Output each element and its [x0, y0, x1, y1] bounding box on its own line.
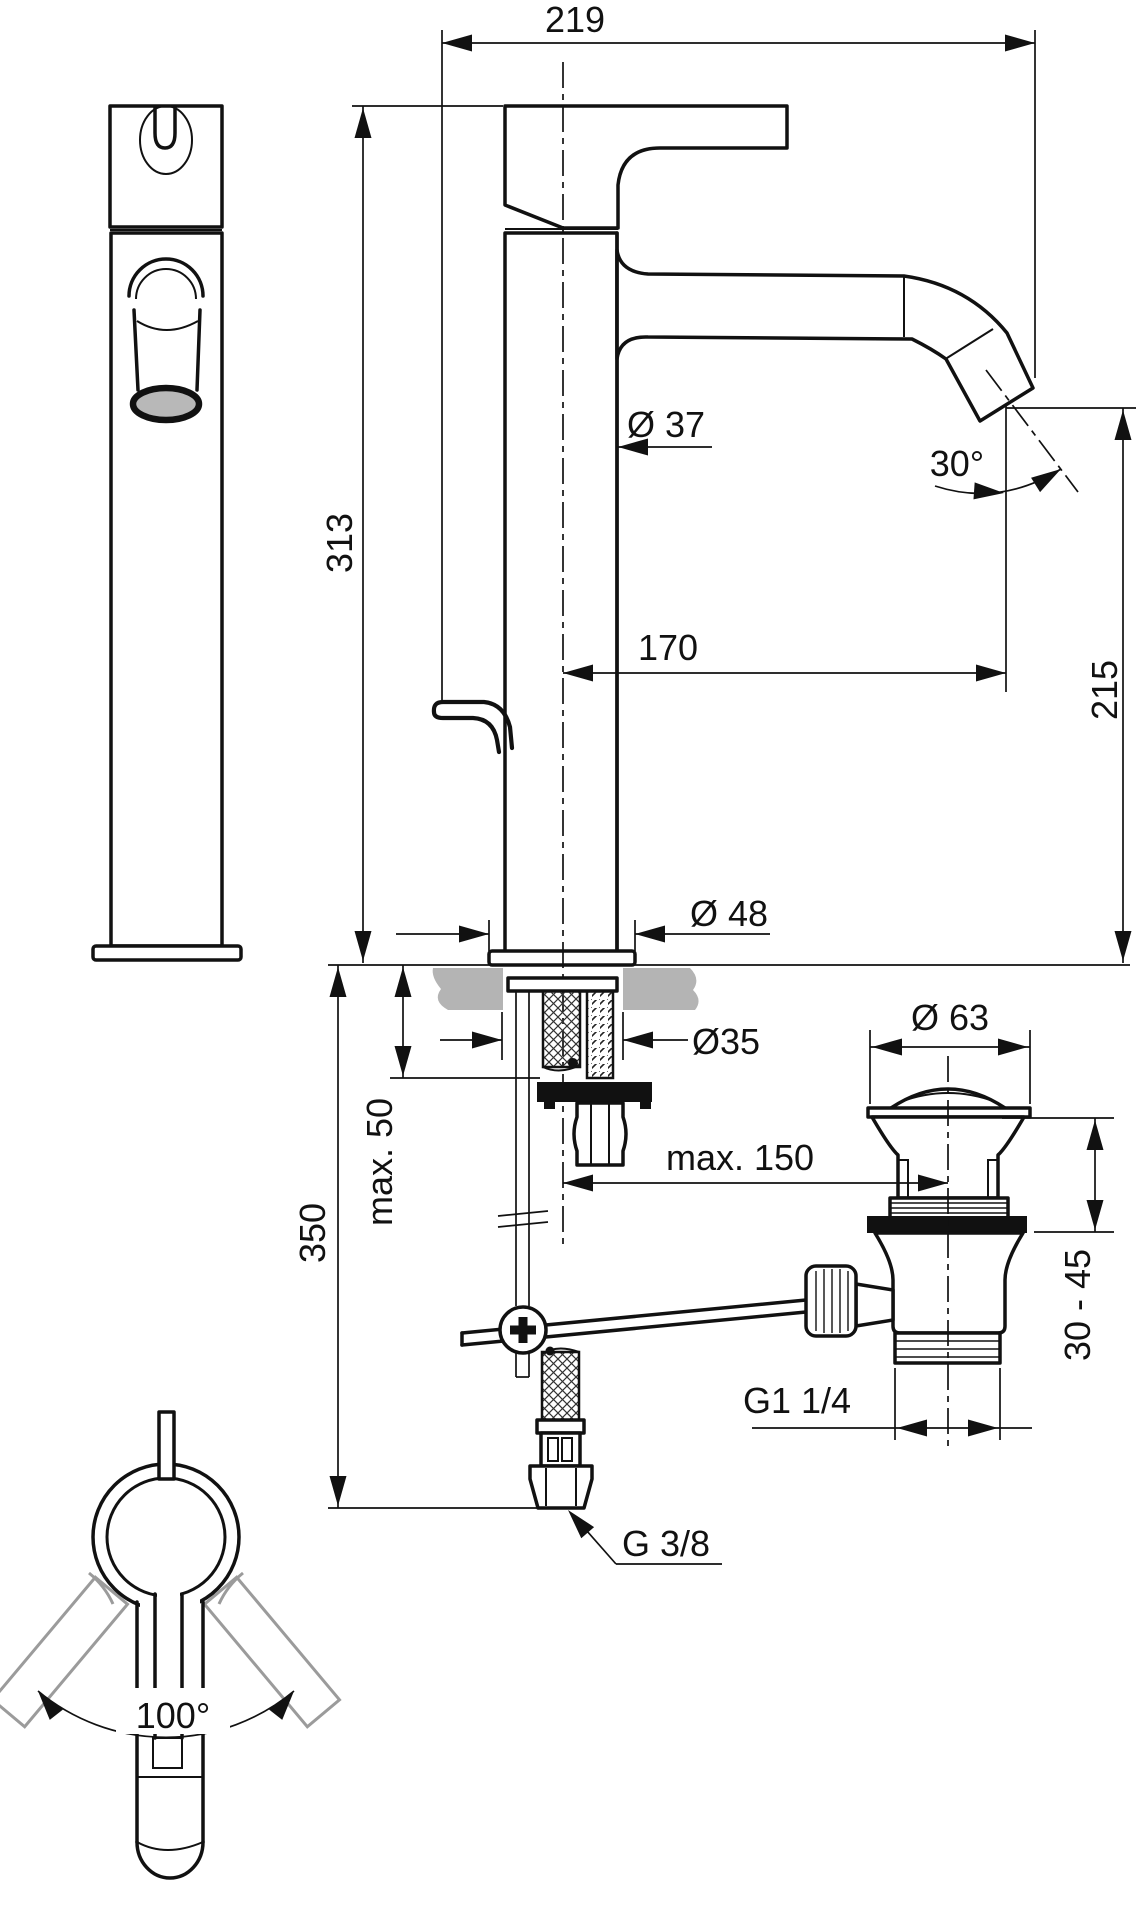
- side-spout-outer-ring: [127, 257, 205, 298]
- side-handle-groove: [139, 105, 193, 175]
- swivel-label-bg: [116, 1688, 230, 1734]
- shank-collar: [506, 976, 619, 993]
- topview-pullrod-pin: [157, 1410, 176, 1481]
- side-body: [109, 231, 224, 948]
- connector-slot-2: [561, 1437, 573, 1462]
- topview-body-inner: [105, 1476, 227, 1598]
- dim30-bg: [912, 442, 1002, 480]
- top-view: 100°: [0, 1410, 342, 1880]
- pullrod-knob-inner: [431, 709, 502, 755]
- dim-spout-reach: 170: [638, 627, 698, 668]
- dim-waste-depth-range: 30 - 45: [1057, 1249, 1098, 1361]
- dim-rod-length: 350: [292, 1203, 333, 1263]
- base-flange: [487, 949, 637, 967]
- dim-supply-thread: G 3/8: [622, 1523, 710, 1564]
- dim-swivel-angle: 100°: [136, 1695, 210, 1736]
- topview-tip-seam: [136, 1841, 204, 1851]
- rod-break-2: [497, 1221, 549, 1228]
- counter-section-right: [623, 968, 699, 1010]
- washer-foot-1: [544, 1102, 555, 1109]
- flex-hose-upper-end: [542, 1064, 581, 1072]
- flex-hose-lower-top: [541, 1347, 580, 1355]
- waste-knob-neck: [854, 1282, 895, 1328]
- side-handle-slot: [153, 105, 177, 150]
- dim-waste-flange-diameter: Ø 63: [911, 997, 989, 1038]
- pivot-screw-cross: [510, 1317, 536, 1343]
- threaded-stud: [585, 989, 615, 1080]
- hose-connector: [539, 1431, 582, 1468]
- seal-washer: [537, 1082, 652, 1102]
- side-view: [91, 104, 243, 962]
- pullrod-knob: [431, 699, 515, 751]
- dim-overall-projection: 219: [545, 0, 605, 40]
- knob-knurls: [815, 1269, 849, 1333]
- supply-nut: [528, 1464, 594, 1510]
- waste-thread-upper-lines: [890, 1202, 1008, 1214]
- dim-body-height: 313: [319, 513, 360, 573]
- flex-hose-lower: [540, 1350, 581, 1422]
- mounting-nut: [572, 1101, 628, 1167]
- spout-joint-2: [946, 328, 994, 359]
- dimensions: 219 313 Ø 37 30° 170 215: [292, 0, 1136, 1565]
- spout: [615, 248, 1035, 423]
- side-spout-inner-ring: [135, 268, 197, 300]
- waste-gasket: [867, 1216, 1027, 1233]
- side-base-plate: [91, 944, 243, 962]
- hose-ferrule: [535, 1418, 586, 1435]
- installation-view: [460, 976, 808, 1510]
- front-view: [328, 30, 1130, 1244]
- dim-waste-thread: G1 1/4: [743, 1380, 851, 1421]
- washer-foot-3: [640, 1102, 651, 1109]
- dim-base-diameter: Ø 48: [690, 893, 768, 934]
- dim-deck-thickness: max. 50: [359, 1098, 400, 1226]
- hose-dot-lower: [545, 1346, 555, 1356]
- lever-ghost-right: [202, 1575, 342, 1729]
- connector-slot-1: [547, 1437, 559, 1462]
- dim-hole-diameter: Ø35: [692, 1021, 760, 1062]
- side-aerator: [129, 384, 203, 424]
- side-spout-right: [195, 308, 202, 392]
- counter-section-left: [432, 968, 503, 1010]
- swing-arc-left: [88, 1571, 115, 1605]
- topview-spout-tip: [135, 1840, 205, 1880]
- side-spout-joint: [136, 320, 199, 331]
- swivel-arc: [37, 1690, 295, 1739]
- lever-ghost-left: [0, 1575, 130, 1729]
- waste-funnel-steps: [898, 1159, 998, 1198]
- rod-break-1: [497, 1210, 549, 1217]
- waste-side-knob: [804, 1264, 858, 1338]
- spout-axis: [985, 369, 1079, 493]
- side-spout-left: [132, 308, 140, 392]
- waste-body: [873, 1231, 1025, 1335]
- faucet-body: [503, 231, 619, 955]
- dim-outlet-height: 215: [1084, 660, 1125, 720]
- hose-end-dot: [568, 1058, 578, 1068]
- waste-view: [804, 1056, 1032, 1448]
- swing-arc-right: [217, 1571, 244, 1605]
- flex-hose-upper: [541, 989, 582, 1069]
- dim-spout-angle: 30°: [930, 443, 984, 484]
- dim-waste-distance: max. 150: [666, 1137, 814, 1178]
- dim-body-diameter: Ø 37: [627, 404, 705, 445]
- side-handle-block: [108, 104, 224, 229]
- handle-lever: [503, 104, 789, 230]
